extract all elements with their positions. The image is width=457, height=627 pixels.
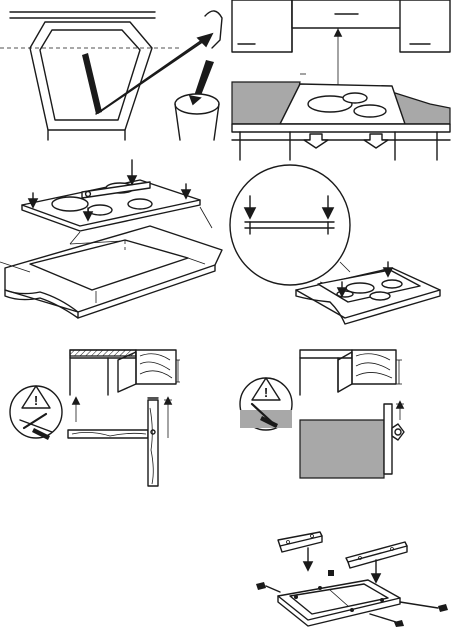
panel-oven-warning: ! [240, 350, 404, 478]
panel-hob-extractor [232, 0, 450, 160]
panel-clamp-detail [230, 165, 440, 324]
panel-cutout-disposal [0, 11, 222, 140]
panel-mounting-brackets [256, 532, 448, 627]
warning-triangle-icon: ! [240, 378, 292, 430]
panel-drawer-warning: ! [10, 350, 180, 486]
svg-text:!: ! [264, 385, 268, 400]
panel-seal-fit [0, 160, 222, 318]
svg-text:!: ! [34, 393, 38, 408]
warning-triangle-icon: ! [10, 386, 62, 440]
